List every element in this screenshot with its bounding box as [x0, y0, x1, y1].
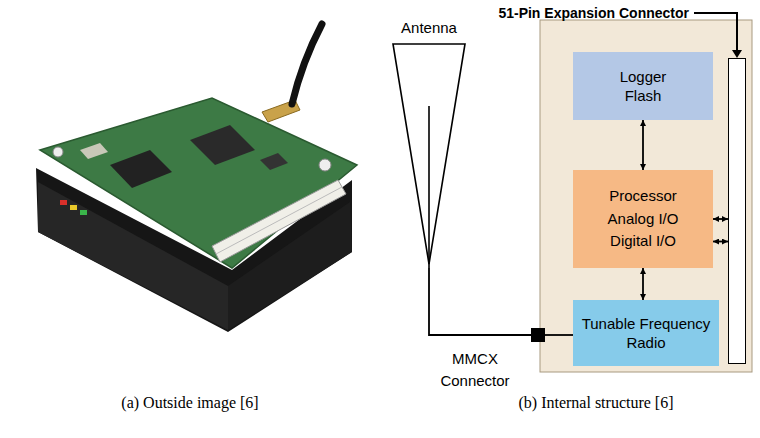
connector — [713, 218, 728, 220]
expansion-connector: 51-Pin Expansion Connector — [728, 58, 746, 364]
mounting-hole — [319, 159, 331, 171]
node-label: Antenna — [390, 18, 468, 38]
chip — [190, 125, 255, 165]
leader-arrowhead — [732, 50, 742, 58]
subfigure-caption: (b) Internal structure [6] — [518, 394, 673, 412]
board-connector — [212, 180, 346, 262]
connector-pins — [216, 187, 342, 254]
connector — [713, 241, 728, 243]
mmcx-connector: MMCX Connector — [531, 328, 545, 342]
node-label: Digital I/O — [610, 230, 676, 253]
led — [60, 200, 67, 205]
node-label: Logger Flash — [607, 67, 679, 106]
connector — [642, 268, 644, 300]
leader-line — [694, 13, 737, 51]
connector — [642, 120, 644, 170]
node-label: 51-Pin Expansion Connector — [498, 5, 689, 22]
processor-block: ProcessorAnalog I/ODigital I/O — [573, 170, 713, 268]
node-label: Analog I/O — [608, 208, 679, 231]
node-label: Tunable Frequency Radio — [579, 314, 713, 353]
circuit-board — [40, 98, 357, 268]
board-outline — [540, 20, 752, 372]
component — [80, 143, 108, 159]
memory-block: Logger Flash — [573, 52, 713, 120]
antenna-outline — [390, 18, 468, 268]
node-label: MMCX Connector — [438, 348, 512, 392]
connector — [545, 334, 573, 336]
component — [260, 153, 288, 170]
antenna-photo — [292, 24, 322, 104]
antenna-symbol: Antenna — [390, 18, 468, 268]
subfigure-caption: (a) Outside image [6] — [121, 394, 258, 412]
led — [70, 205, 77, 210]
connector — [429, 268, 531, 335]
led — [80, 210, 87, 215]
antenna-feed — [428, 106, 430, 268]
radio-block: Tunable Frequency Radio — [573, 300, 719, 366]
node-label: Processor — [609, 185, 677, 208]
mounting-hole — [53, 147, 63, 157]
chip — [110, 150, 172, 188]
